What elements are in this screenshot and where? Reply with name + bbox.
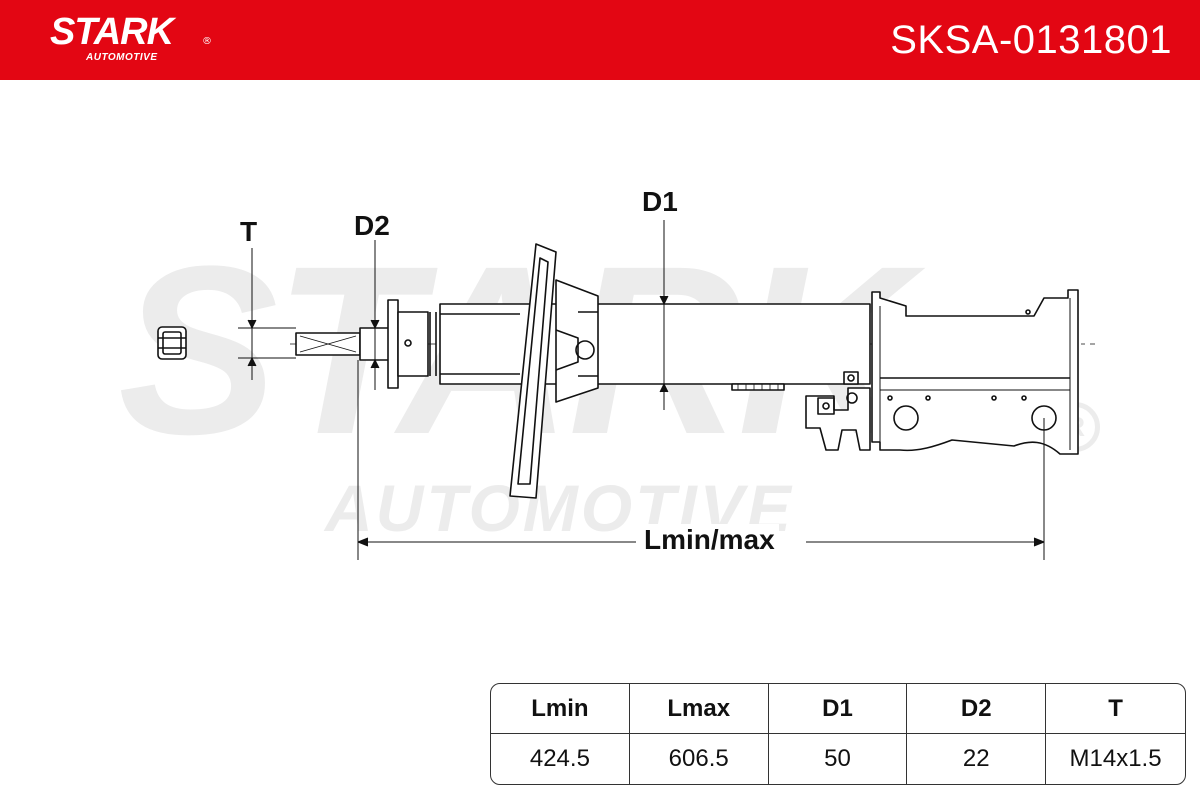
spring-plate [509,243,599,499]
registered-mark: ® [202,36,212,47]
header-bar: STARK ® AUTOMOTIVE SKSA-0131801 [0,0,1200,80]
table-cell: 424.5 [491,734,630,784]
dimension-lines [238,220,1045,560]
technical-drawing: STARK AUTOMOTIVE R [0,80,1200,640]
table-cell: M14x1.5 [1069,745,1162,772]
table-cell: 606.5 [630,734,769,784]
dimension-label-d1: D1 [642,186,678,217]
abs-bracket [805,371,871,451]
table-cell: 22 [907,734,1047,784]
table-header-cell: D2 [907,684,1047,734]
main-tube [439,303,871,385]
table-header-cell: Lmax [629,684,769,734]
table-header-row: Lmin Lmax D1 D2 T [491,684,1185,734]
brand-logo-text: STARK [50,11,174,53]
dimension-label-t: T [240,216,258,247]
hose-bracket [731,383,785,391]
threaded-stem [295,327,391,361]
dimension-label-length: Lmin/max [640,524,779,556]
nut-icon [157,326,187,360]
dimension-label-d2: D2 [354,210,390,241]
part-number: SKSA-0131801 [890,18,1172,62]
table-cell: 50 [769,734,908,784]
top-flange [387,299,399,389]
knuckle-mount [871,289,1079,455]
table-header-cell: T [1046,684,1185,734]
brand-logo-subtext: AUTOMOTIVE [86,52,158,63]
shock-absorber-drawing [157,220,1095,560]
table-header-cell: Lmin [491,684,630,734]
table-row: 424.5 606.5 50 22 M14x1.5 [491,734,1185,784]
brand-logo: STARK ® AUTOMOTIVE [50,10,220,70]
table-header-cell: D1 [768,684,908,734]
specifications-table: Lmin Lmax D1 D2 T 424.5 606.5 50 22 M14x… [490,683,1186,785]
